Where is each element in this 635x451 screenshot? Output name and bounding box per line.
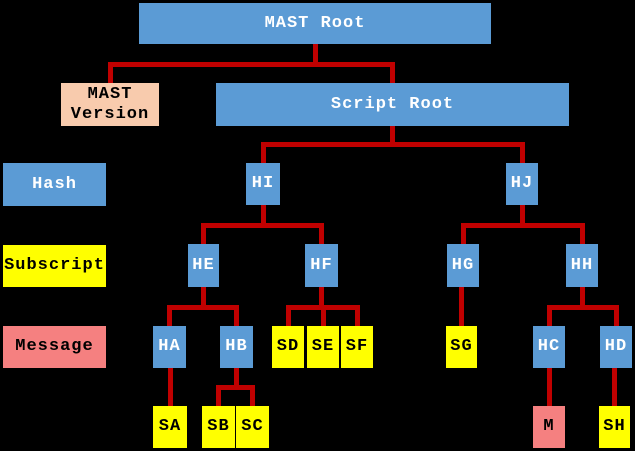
node-sg: SG: [446, 326, 477, 368]
node-hi: HI: [246, 163, 280, 205]
connector-stub-hb: [234, 368, 239, 390]
connector-bar-script-root: [260, 142, 525, 147]
node-sf: SF: [341, 326, 373, 368]
connector-stub-script-root: [390, 126, 395, 147]
node-hg: HG: [447, 244, 479, 287]
connector-drop-hc: [546, 305, 552, 326]
connector-drop-se: [320, 305, 326, 326]
legend-hash: Hash: [3, 163, 106, 206]
connector-drop-hb: [234, 305, 239, 326]
connector-bar-hh: [546, 305, 619, 310]
connector-drop-sb: [216, 385, 221, 406]
connector-stub-hf: [319, 287, 324, 310]
connector-stub-he: [201, 287, 206, 310]
node-se: SE: [307, 326, 339, 368]
connector-bar-hi: [201, 223, 324, 228]
node-script-root: Script Root: [216, 83, 569, 126]
node-hb: HB: [220, 326, 253, 368]
node-sb: SB: [202, 406, 235, 448]
legend-subscript: Subscript: [3, 245, 106, 287]
connector-drop-sd: [285, 305, 291, 326]
connector-hg-sg: [459, 287, 464, 326]
connector-drop-hf: [319, 223, 324, 244]
node-hj: HJ: [506, 163, 538, 205]
connector-bar-hb: [216, 385, 255, 390]
connector-stub-hj: [519, 205, 525, 228]
connector-drop-hj: [519, 142, 525, 163]
connector-ha-sa: [167, 368, 173, 406]
connector-drop-hh: [579, 223, 585, 244]
connector-drop-he: [201, 223, 206, 244]
connector-drop-hg: [460, 223, 466, 244]
connector-stub-hi: [260, 205, 266, 228]
node-sd: SD: [272, 326, 304, 368]
node-hf: HF: [305, 244, 338, 287]
connector-drop-ha: [167, 305, 172, 326]
node-sc: SC: [236, 406, 269, 448]
connector-drop-hi: [260, 142, 266, 163]
connector-drop-hd: [613, 305, 619, 326]
node-he: HE: [188, 244, 219, 287]
legend-message: Message: [3, 326, 106, 368]
node-m: M: [533, 406, 565, 448]
connector-stub-mast-root: [312, 44, 318, 67]
connector-drop-sf: [354, 305, 360, 326]
node-hh: HH: [566, 244, 598, 287]
connector-bar-he: [167, 305, 239, 310]
node-hc: HC: [533, 326, 565, 368]
connector-hd-sh: [612, 368, 617, 406]
connector-drop-sc: [250, 385, 255, 406]
node-hd: HD: [600, 326, 632, 368]
connector-bar-hj: [460, 223, 585, 228]
node-mast-version: MAST Version: [61, 83, 159, 126]
node-mast-root: MAST Root: [139, 3, 491, 44]
node-sa: SA: [153, 406, 187, 448]
node-sh: SH: [599, 406, 630, 448]
connector-bar-mast-root: [107, 62, 395, 67]
node-ha: HA: [153, 326, 186, 368]
connector-drop-script-root: [390, 62, 395, 83]
connector-drop-mast-version: [107, 62, 113, 83]
connector-stub-hh: [579, 287, 585, 310]
connector-hc-m: [546, 368, 552, 406]
